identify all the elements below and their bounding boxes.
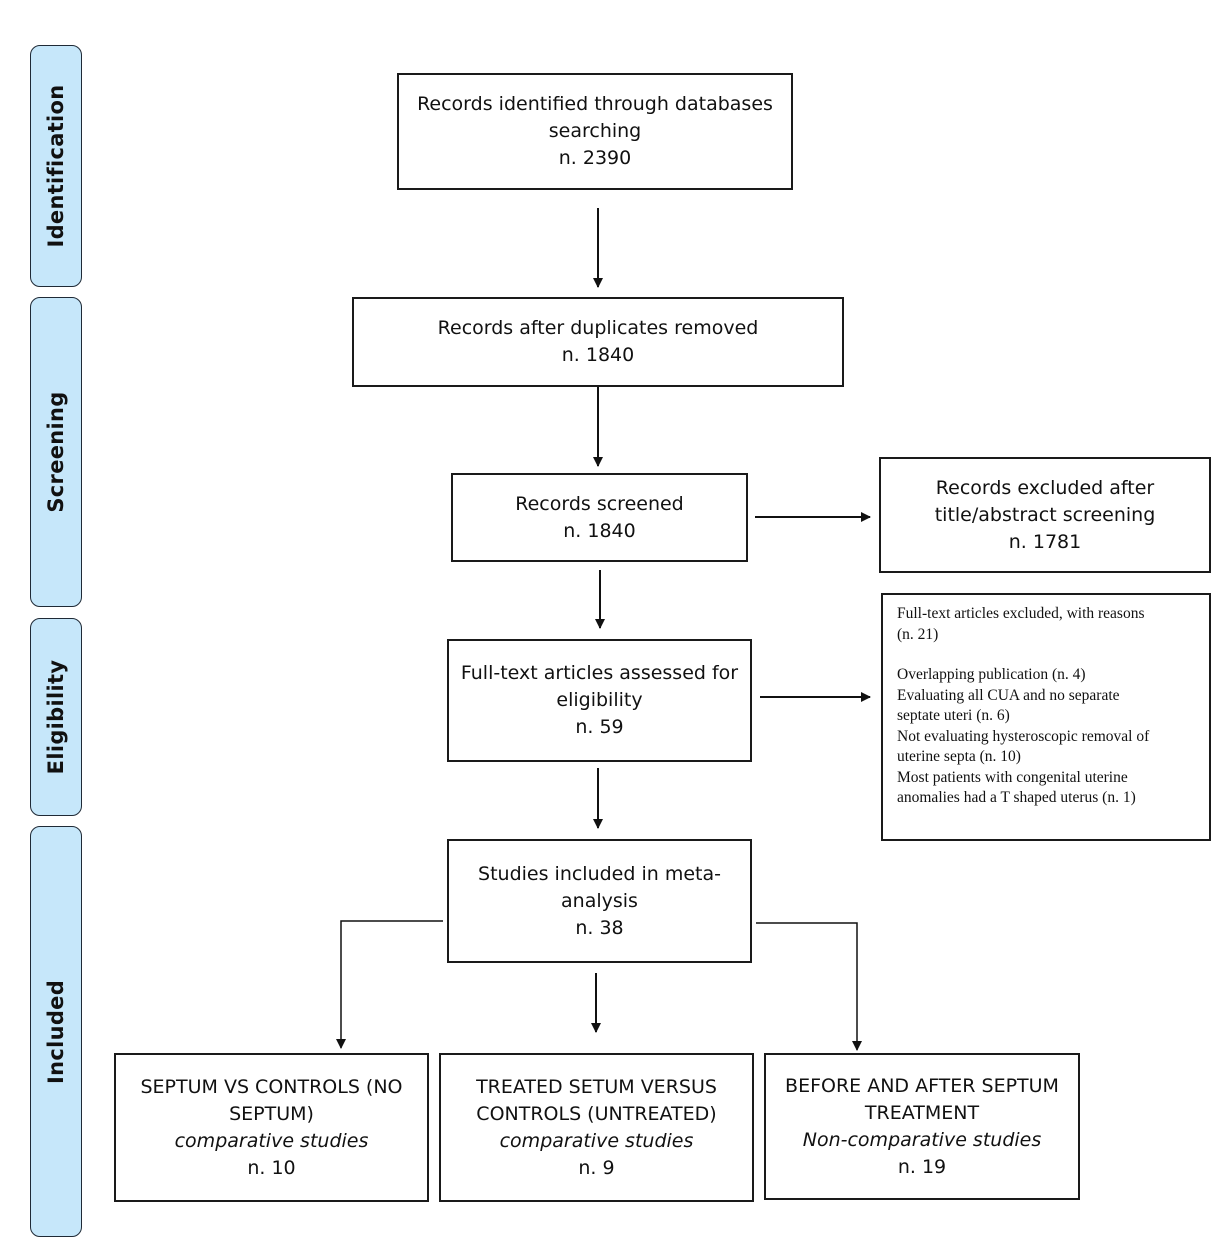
records-identified-count: n. 2390 [558, 147, 632, 169]
group-septum-vs-controls: SEPTUM VS CONTROLS (NO SEPTUM) comparati… [114, 1053, 429, 1202]
reason-all-cua-line2: septate uteri (n. 6) [897, 707, 1010, 724]
group-1-count: n. 10 [247, 1156, 296, 1179]
studies-included-line1: Studies included in meta- [478, 862, 721, 885]
records-excluded-count: n. 1781 [1008, 530, 1082, 553]
reason-all-cua-line1: Evaluating all CUA and no separate [897, 686, 1120, 704]
reason-t-shaped-line2: anomalies had a T shaped uterus (n. 1) [897, 789, 1136, 806]
records-identified-line2: searching [548, 120, 642, 142]
group-1-line1: SEPTUM VS CONTROLS (NO [140, 1075, 403, 1098]
fulltext-assessed-line2: eligibility [556, 689, 643, 711]
fulltext-assessed-line1: Full-text articles assessed for [460, 662, 739, 684]
group-3-line1: BEFORE AND AFTER SEPTUM [785, 1074, 1059, 1097]
records-screened-count: n. 1840 [563, 519, 636, 542]
reason-t-shaped-line1: Most patients with congenital uterine [897, 768, 1128, 786]
duplicates-removed-line1: Records after duplicates removed [437, 317, 759, 339]
phase-screening: Screening [30, 297, 82, 607]
records-excluded-box: Records excluded after title/abstract sc… [879, 457, 1211, 573]
group-1-line2: SEPTUM) [229, 1102, 314, 1125]
reason-no-hysteroscopic-line1: Not evaluating hysteroscopic removal of [897, 727, 1150, 745]
records-identified-box: Records identified through databases sea… [397, 73, 793, 190]
phase-identification: Identification [30, 45, 82, 287]
reason-no-hysteroscopic-line2: uterine septa (n. 10) [897, 748, 1021, 765]
phase-included: Included [30, 826, 82, 1237]
group-3-type: Non-comparative studies [802, 1128, 1042, 1151]
duplicates-removed-box: Records after duplicates removed n. 1840 [352, 297, 844, 387]
reason-overlapping: Overlapping publication (n. 4) [897, 666, 1086, 683]
records-screened-box: Records screened n. 1840 [451, 473, 748, 562]
records-identified-line1: Records identified through databases [417, 93, 773, 115]
arrow-included-to-group-1 [336, 920, 443, 1049]
records-excluded-line1: Records excluded after [935, 476, 1155, 499]
group-2-line1: TREATED SETUM VERSUS [476, 1075, 717, 1098]
fulltext-assessed-box: Full-text articles assessed for eligibil… [447, 639, 752, 762]
group-before-after: BEFORE AND AFTER SEPTUM TREATMENT Non-co… [764, 1053, 1080, 1200]
fulltext-assessed-count: n. 59 [575, 716, 624, 738]
studies-included-line2: analysis [561, 889, 638, 912]
phase-eligibility: Eligibility [30, 618, 82, 816]
group-2-line2: CONTROLS (UNTREATED) [476, 1102, 717, 1125]
records-screened-line1: Records screened [515, 492, 684, 515]
arrow-included-to-group-3 [756, 922, 862, 1051]
group-3-line2: TREATMENT [864, 1101, 980, 1124]
studies-included-count: n. 38 [575, 916, 624, 939]
group-3-count: n. 19 [897, 1155, 947, 1178]
group-treated-vs-untreated: TREATED SETUM VERSUS CONTROLS (UNTREATED… [439, 1053, 754, 1202]
studies-included-box: Studies included in meta- analysis n. 38 [447, 839, 752, 963]
fulltext-excluded-count: (n. 21) [897, 625, 939, 643]
fulltext-excluded-heading: Full-text articles excluded, with reason… [897, 605, 1145, 622]
group-2-count: n. 9 [578, 1156, 615, 1179]
fulltext-excluded-box: Full-text articles excluded, with reason… [881, 593, 1211, 841]
group-1-type: comparative studies [174, 1129, 369, 1152]
records-excluded-line2: title/abstract screening [934, 503, 1156, 526]
group-2-type: comparative studies [499, 1129, 694, 1152]
duplicates-removed-count: n. 1840 [561, 344, 635, 366]
